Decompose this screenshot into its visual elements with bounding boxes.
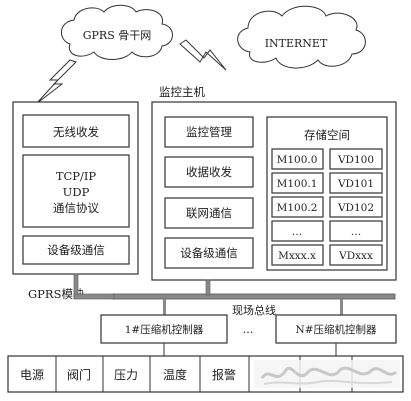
storage-cell-4-0-box <box>271 244 324 266</box>
storage-cell-0-0-box <box>271 148 324 170</box>
bus-drop-controller-1 <box>163 299 166 315</box>
gprs-bus-elbow <box>73 293 115 300</box>
storage-cell-4-1: VDxxx <box>338 250 373 262</box>
storage-cell-3-1: … <box>351 226 362 238</box>
watermark-overlay <box>254 360 400 388</box>
host-item-box-2 <box>164 197 254 229</box>
storage-cell-0-1: VD100 <box>337 154 374 166</box>
storage-cell-1-1-box <box>329 172 383 194</box>
host-item-2: 联网通信 <box>186 206 232 220</box>
controller-1-box <box>100 314 228 344</box>
controller-1-label: 1#压缩机控制器 <box>125 323 204 336</box>
host-title: 监控主机 <box>159 85 205 99</box>
device-1: 阀门 <box>67 367 91 382</box>
protocol-box <box>22 154 130 228</box>
internet-label: INTERNET <box>265 37 328 50</box>
storage-cell-2-1: VD102 <box>337 202 374 214</box>
storage-title: 存储空间 <box>304 128 350 142</box>
storage-cell-0-0: M100.0 <box>277 154 318 166</box>
gprs-backbone-cloud: GPRS 骨干网 <box>61 4 173 60</box>
host-item-box-3 <box>164 237 254 269</box>
gprs-device-comm-box <box>22 235 130 265</box>
storage-cell-0-1-box <box>329 148 383 170</box>
controller-n-label: N#压缩机控制器 <box>296 323 377 336</box>
gprs-backbone-label: GPRS 骨干网 <box>83 29 152 42</box>
wireless-link-bolt-right <box>179 39 227 71</box>
gprs-device-comm-label: 设备级通信 <box>47 243 105 257</box>
storage-cell-1-0: M100.1 <box>277 178 318 190</box>
host-item-0: 监控管理 <box>186 125 232 139</box>
device-0: 电源 <box>20 368 44 382</box>
protocol-tcpip: TCP/IP <box>56 169 97 183</box>
device-4: 报警 <box>212 367 236 382</box>
storage-cell-3-1-box <box>329 220 383 242</box>
host-item-box-1 <box>164 156 254 188</box>
internet-cloud: INTERNET <box>237 5 366 69</box>
gprs-module-caption: GPRS模块 <box>28 287 85 301</box>
fieldbus-label: 现场总线 <box>232 303 276 317</box>
wireless-label: 无线收发 <box>53 125 99 139</box>
storage-cell-4-1-box <box>329 244 383 266</box>
controller-n-box <box>275 314 397 344</box>
storage-cell-1-1: VD101 <box>337 178 374 190</box>
bus-drop-controller-n <box>340 299 343 315</box>
storage-cell-2-0-box <box>271 196 324 218</box>
device-2: 压力 <box>114 368 138 382</box>
storage-cell-1-0-box <box>271 172 324 194</box>
wireless-link-bolt-left <box>35 59 77 105</box>
wireless-box <box>22 114 130 148</box>
host-item-box-0 <box>164 116 254 148</box>
fieldbus-bar <box>111 293 396 300</box>
protocol-udp: UDP <box>63 185 90 199</box>
host-bus-link <box>205 279 211 296</box>
host-item-3: 设备级通信 <box>180 246 238 260</box>
storage-cell-2-1-box <box>329 196 383 218</box>
host-item-1: 收据收发 <box>186 165 232 179</box>
storage-cell-3-0: … <box>292 226 303 238</box>
controller-ellipsis: … <box>243 323 254 336</box>
storage-cell-4-0: Mxxx.x <box>278 250 316 262</box>
storage-cell-3-0-box <box>271 220 324 242</box>
protocol-label: 通信协议 <box>53 201 99 215</box>
storage-cell-2-0: M100.2 <box>277 202 318 214</box>
device-3: 温度 <box>163 367 187 382</box>
